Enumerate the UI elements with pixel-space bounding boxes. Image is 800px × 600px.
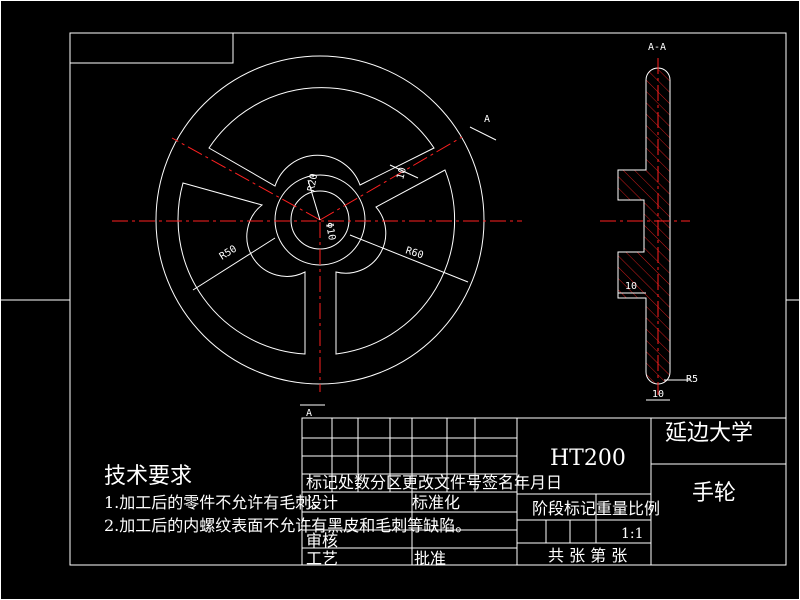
- tb-standard: 标准化: [412, 493, 460, 512]
- side-view: A-A 10 10 R5: [600, 42, 698, 401]
- tb-material: HT200: [550, 446, 626, 471]
- tb-check: 审核: [306, 531, 338, 550]
- side-dim-10b-text: 10: [652, 389, 664, 400]
- title-block: HT200 延边大学 手轮 标记处数分区更改文件号签名年月日 设计 标准化 阶段…: [301, 417, 787, 568]
- tb-row-header: 标记处数分区更改文件号签名年月日: [306, 473, 562, 492]
- section-body: [617, 67, 671, 385]
- dim-r20: R20: [306, 173, 320, 193]
- dim-r60-leader: [349, 234, 469, 283]
- technical-notes: 技术要求 1.加工后的零件不允许有毛刺。 2.加工后的内螺纹表面不允许有黑皮和毛…: [104, 464, 471, 535]
- front-view: R20 10 Φ10 R50 R60 A A: [112, 55, 522, 419]
- section-arrow-bottom: A: [306, 408, 312, 419]
- dim-r60: R60: [404, 245, 425, 261]
- dim-10: 10: [395, 166, 409, 180]
- tb-approve: 批准: [414, 549, 446, 568]
- top-left-box: [69, 32, 234, 64]
- dim-r50-leader: [192, 237, 276, 291]
- notes-line2: 2.加工后的内螺纹表面不允许有黑皮和毛刺等缺陷。: [104, 516, 471, 535]
- tb-sheets: 共 张 第 张: [548, 546, 627, 565]
- notes-line1: 1.加工后的零件不允许有毛刺。: [104, 493, 327, 512]
- dim-phi10: Φ10: [323, 222, 337, 242]
- section-label: A-A: [648, 42, 666, 53]
- dim-r20-leader: [307, 179, 321, 221]
- tb-part-name: 手轮: [692, 481, 736, 506]
- dim-r50: R50: [218, 244, 239, 263]
- notes-title: 技术要求: [104, 464, 192, 489]
- tb-school: 延边大学: [665, 421, 753, 446]
- center-spoke-1: [171, 137, 321, 221]
- dim-10-ext: [389, 164, 419, 179]
- tb-process: 工艺: [306, 549, 338, 568]
- center-spoke-2: [319, 136, 463, 221]
- side-dim-10a-text: 10: [625, 281, 637, 292]
- side-dim-r5: R5: [686, 374, 698, 385]
- tb-design: 设计: [306, 493, 338, 512]
- rim-inner-openings: [177, 87, 456, 355]
- tb-scale: 1:1: [621, 526, 644, 542]
- section-arrow-top: A: [484, 114, 490, 125]
- tb-stage: 阶段标记重量比例: [532, 499, 660, 518]
- section-arrow-line-top: [469, 126, 497, 141]
